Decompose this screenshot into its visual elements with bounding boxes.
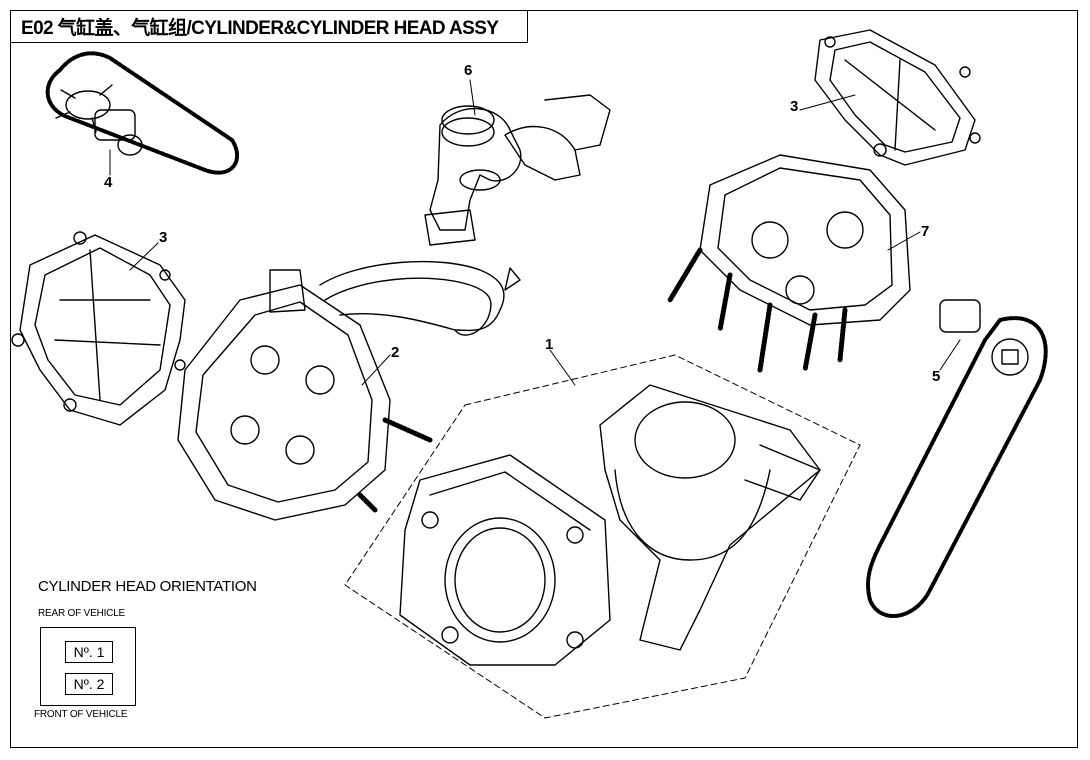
cylinder-2-cell: Nº. 2 — [65, 673, 113, 695]
callout-7: 7 — [921, 223, 930, 240]
callout-2: 2 — [391, 344, 400, 361]
leader-lines — [109, 79, 961, 386]
front-of-vehicle-label: FRONT OF VEHICLE — [34, 709, 128, 720]
cylinder-block — [399, 454, 611, 666]
cylinder-1-cell: Nº. 1 — [65, 641, 113, 663]
camshaft-chain-left — [45, 51, 239, 175]
camshaft-chain-right — [866, 299, 1048, 618]
callout-1: 1 — [545, 336, 554, 353]
callout-6: 6 — [464, 62, 473, 79]
callout-3-left: 3 — [159, 229, 168, 246]
cylinder-head-assembly — [177, 260, 521, 521]
callout-3-right: 3 — [790, 98, 799, 115]
orientation-diagram: Nº. 1 Nº. 2 — [40, 627, 136, 706]
cylinder-group-outline — [344, 354, 861, 719]
callout-5: 5 — [932, 368, 941, 385]
cylinder-head-cover-left — [11, 231, 186, 426]
rear-of-vehicle-label: REAR OF VEHICLE — [38, 608, 126, 619]
cylinder-head-cover-right — [814, 29, 981, 166]
cylinder-head-right — [667, 154, 911, 373]
intake-manifold — [424, 94, 611, 246]
cylinder-gasket — [599, 384, 821, 651]
diagram-title: E02 气缸盖、气缸组/CYLINDER&CYLINDER HEAD ASSY — [10, 10, 528, 43]
orientation-heading: CYLINDER HEAD ORIENTATION — [38, 578, 257, 595]
drawing-frame — [10, 10, 1078, 748]
callout-4: 4 — [104, 174, 113, 191]
